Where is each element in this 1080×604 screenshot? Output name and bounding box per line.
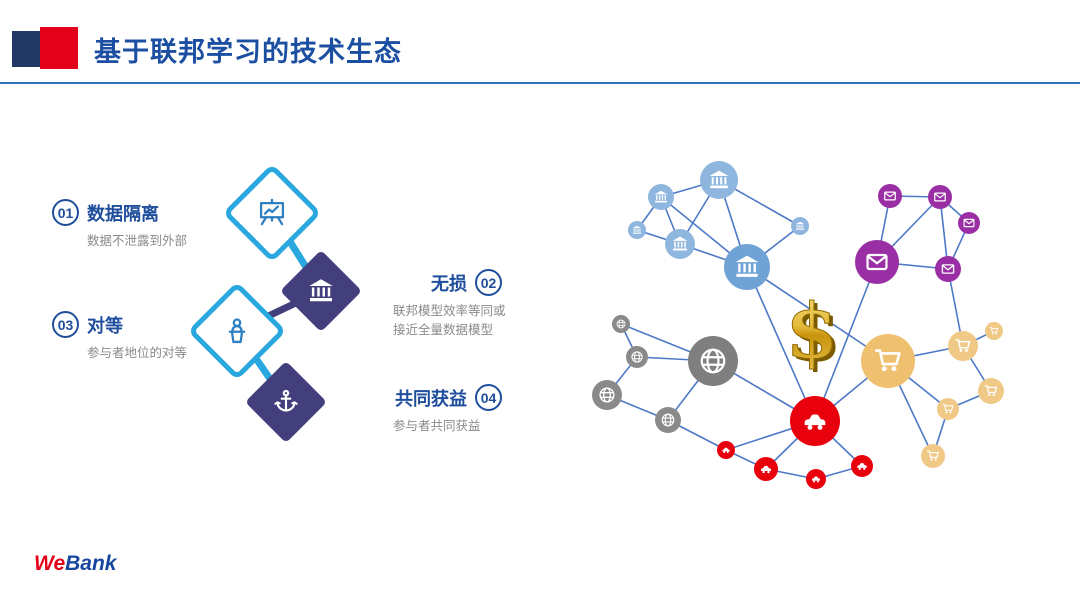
bank-node [648, 184, 674, 210]
point-description: 参与者共同获益 [393, 419, 481, 433]
globe-node [592, 380, 622, 410]
bank-node [665, 229, 695, 259]
mail-node [935, 256, 961, 282]
webank-logo-we: We [34, 552, 66, 575]
car-node [754, 457, 778, 481]
point-title: 对等 [87, 315, 123, 336]
globe-cluster [592, 315, 738, 433]
point-title: 无损 [431, 273, 467, 294]
cart-node [921, 444, 945, 468]
cart-cluster [861, 322, 1004, 468]
point-title: 数据隔离 [87, 203, 159, 224]
point-03-peer-equality: 03 对等 参与者地位的对等 [52, 311, 187, 363]
page-title: 基于联邦学习的技术生态 [94, 37, 402, 67]
mail-node [928, 185, 952, 209]
cart-node [861, 334, 915, 388]
cart-node [937, 398, 959, 420]
federated-principles-diagram [191, 167, 360, 441]
bank-cluster [628, 161, 809, 290]
bank-node [628, 221, 646, 239]
globe-node [655, 407, 681, 433]
mail-node [958, 212, 980, 234]
ecosystem-network: $ $ [592, 161, 1004, 489]
dollar-shadow: $ [789, 290, 842, 379]
point-number-badge: 01 [52, 199, 79, 226]
car-cluster [717, 396, 873, 489]
car-node [790, 396, 840, 446]
mail-node [878, 184, 902, 208]
point-04-mutual-benefit: 共同获益 04 参与者共同获益 [390, 384, 502, 436]
point-number-badge: 04 [475, 384, 502, 411]
logo-square-red [40, 27, 78, 69]
bank-node [724, 244, 770, 290]
webank-logo: WeBank [34, 552, 116, 576]
point-description: 数据不泄露到外部 [87, 234, 188, 248]
point-number-badge: 03 [52, 311, 79, 338]
dollar-sign: $ $ [785, 286, 842, 379]
point-description: 联邦模型效率等同或接近全量数据模型 [393, 304, 506, 338]
mail-cluster [855, 184, 980, 284]
dollar-glyph: $ [786, 287, 839, 376]
point-02-lossless: 无损 02 联邦模型效率等同或接近全量数据模型 [390, 269, 515, 341]
car-node [806, 469, 826, 489]
point-title: 共同获益 [395, 388, 467, 409]
point-01-data-isolation: 01 数据隔离 数据不泄露到外部 [52, 199, 187, 251]
bank-node [791, 217, 809, 235]
cart-node [985, 322, 1003, 340]
car-node [851, 455, 873, 477]
logo-square-navy [12, 31, 45, 67]
globe-node [612, 315, 630, 333]
globe-node [626, 346, 648, 368]
bank-node [700, 161, 738, 199]
car-node [717, 441, 735, 459]
cart-node [978, 378, 1004, 404]
globe-node [688, 336, 738, 386]
mail-node [855, 240, 899, 284]
point-number-badge: 02 [475, 269, 502, 296]
webank-logo-bank: Bank [65, 552, 117, 575]
diamond-2 [282, 252, 360, 330]
point-description: 参与者地位的对等 [87, 346, 188, 360]
cart-node [948, 331, 978, 361]
header-divider [0, 82, 1080, 84]
